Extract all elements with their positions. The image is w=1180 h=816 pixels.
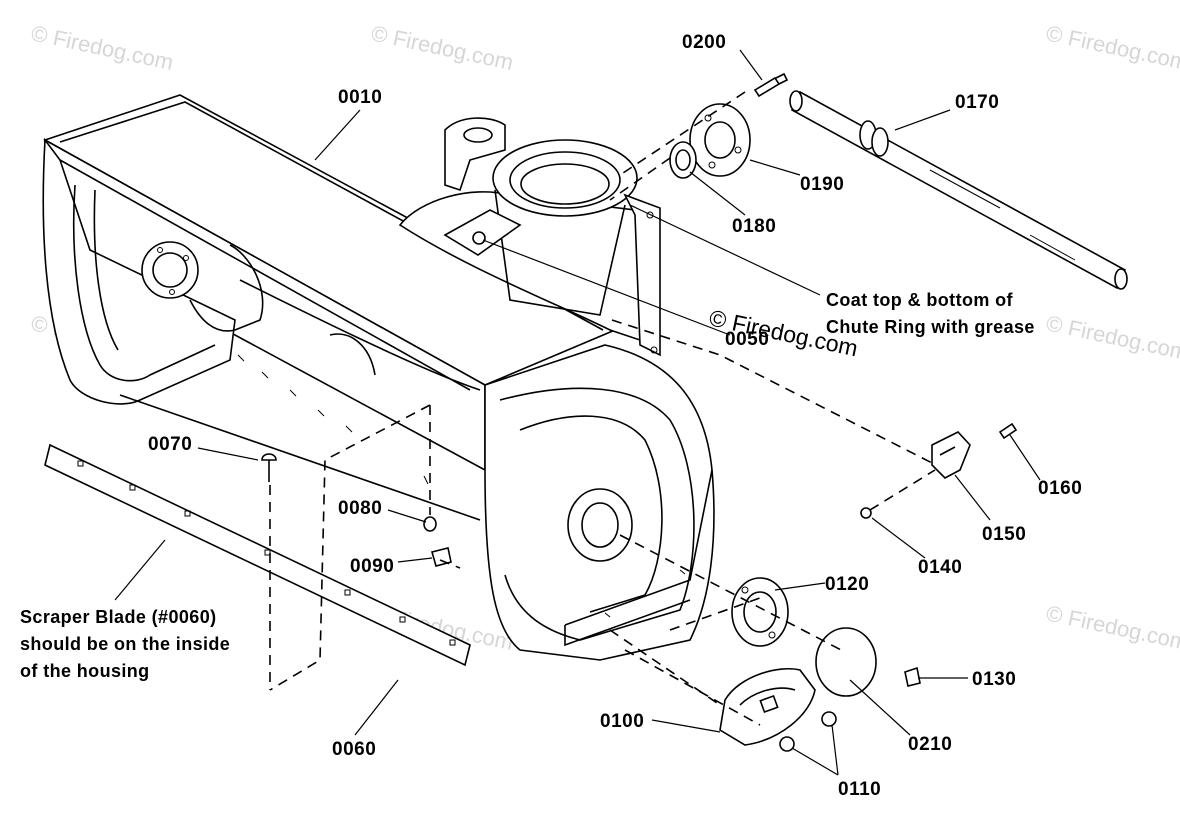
bolt-0200 bbox=[753, 76, 781, 98]
nut-0110b bbox=[779, 736, 795, 752]
label-0180: 0180 bbox=[732, 216, 776, 237]
auger-shaft-0170 bbox=[789, 90, 1128, 290]
label-0060: 0060 bbox=[332, 739, 376, 760]
note-coat-line-1: Coat top & bottom of bbox=[826, 290, 1014, 310]
right-bearing-hub bbox=[567, 488, 633, 562]
label-0070: 0070 bbox=[148, 434, 192, 455]
watermark: © Firedog.com bbox=[1044, 20, 1180, 75]
watermark-prominent: © Firedog.com bbox=[707, 304, 860, 361]
label-0100: 0100 bbox=[600, 711, 644, 732]
discharge-outlet bbox=[398, 117, 661, 357]
scraper-holes bbox=[77, 460, 456, 646]
label-0120: 0120 bbox=[825, 574, 869, 595]
label-0150: 0150 bbox=[982, 524, 1026, 545]
label-0170: 0170 bbox=[955, 92, 999, 113]
bolt-0160 bbox=[998, 422, 1018, 440]
label-0010: 0010 bbox=[338, 87, 382, 108]
bolt-0130 bbox=[904, 666, 921, 687]
label-0140: 0140 bbox=[918, 557, 962, 578]
label-0050: 0050 bbox=[725, 329, 769, 350]
carriage-bolt-0070 bbox=[261, 453, 277, 461]
watermark: © Firedog.com bbox=[369, 20, 516, 75]
scraper-blade-0060 bbox=[44, 443, 471, 667]
label-0130: 0130 bbox=[972, 669, 1016, 690]
watermark: © Firedog.com bbox=[1044, 310, 1180, 365]
label-0080: 0080 bbox=[338, 498, 382, 519]
leader-lines bbox=[114, 49, 1041, 776]
note-scraper-line-3: of the housing bbox=[20, 661, 150, 681]
notes: Coat top & bottom of Chute Ring with gre… bbox=[20, 290, 1035, 681]
label-0200: 0200 bbox=[682, 32, 726, 53]
flange-0190 bbox=[689, 103, 751, 177]
cover-plate-0210 bbox=[815, 627, 877, 697]
left-bearing-boss bbox=[141, 241, 199, 299]
bolt-0090 bbox=[431, 547, 452, 567]
note-scraper-line-2: should be on the inside bbox=[20, 634, 230, 654]
washer-0080 bbox=[423, 516, 437, 532]
label-0160: 0160 bbox=[1038, 478, 1082, 499]
part-labels: 0010 0200 0170 0190 0180 0050 0070 0080 … bbox=[148, 32, 1082, 800]
label-0110: 0110 bbox=[838, 779, 881, 800]
label-0210: 0210 bbox=[908, 734, 952, 755]
upper-right-parts bbox=[669, 72, 1128, 519]
housing-slots bbox=[237, 354, 429, 485]
nut-0140 bbox=[860, 507, 872, 519]
skid-0100 bbox=[719, 668, 816, 746]
assembly-lines bbox=[269, 91, 937, 726]
note-coat-line-2: Chute Ring with grease bbox=[826, 317, 1035, 337]
label-0190: 0190 bbox=[800, 174, 844, 195]
bearing-0180 bbox=[669, 141, 697, 179]
flange-0120 bbox=[731, 577, 789, 647]
note-scraper-line-1: Scraper Blade (#0060) bbox=[20, 607, 217, 627]
auger-housing bbox=[42, 94, 715, 661]
watermark: © Firedog.com bbox=[1044, 600, 1180, 655]
watermark: © Firedog.com bbox=[29, 20, 176, 75]
bracket-0150 bbox=[931, 431, 971, 479]
lower-right-parts bbox=[719, 577, 921, 752]
label-0090: 0090 bbox=[350, 556, 394, 577]
nut-0110a bbox=[821, 711, 837, 727]
nut-0050 bbox=[472, 231, 486, 245]
